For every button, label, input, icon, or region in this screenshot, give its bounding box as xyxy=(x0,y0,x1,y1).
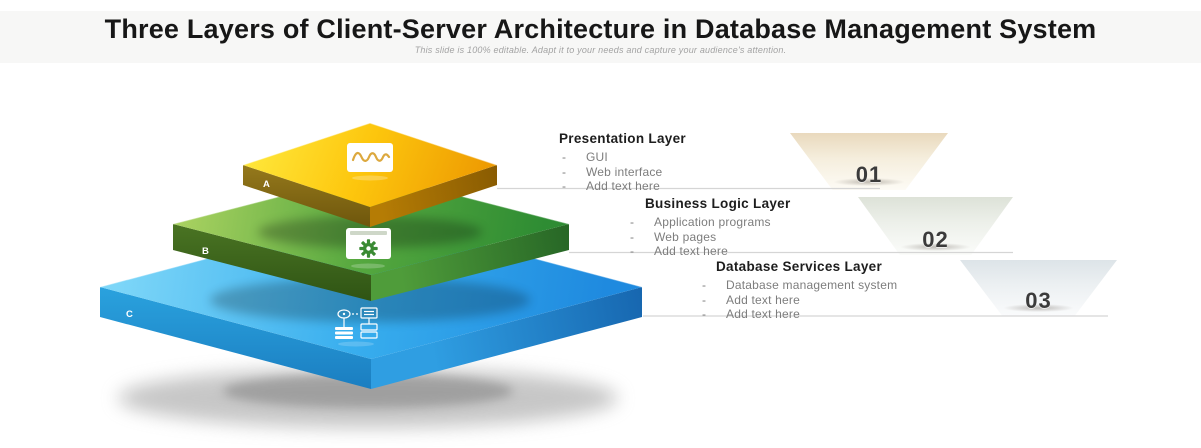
bullet-text: Database management system xyxy=(726,278,898,292)
number-shadow xyxy=(901,243,970,251)
step-badge-3: 03 xyxy=(960,260,1117,316)
number-shadow xyxy=(834,178,904,186)
bullet-item: - Add text here xyxy=(559,179,889,194)
page-title: Three Layers of Client-Server Architectu… xyxy=(104,14,1097,44)
step-badge-1: 01 xyxy=(790,133,948,190)
database-network-icon xyxy=(335,307,378,347)
bullet-text: Add text here xyxy=(726,292,800,307)
bullet-text: Web interface xyxy=(586,164,663,179)
bullet-text: Add text here xyxy=(654,244,728,258)
layer-tag-a: A xyxy=(263,179,270,190)
bullet-item: - Add text here xyxy=(699,307,1079,322)
bullet-item: - GUI xyxy=(559,150,889,165)
bullet-text: Application programs xyxy=(654,215,771,229)
bullet-marker: - xyxy=(630,229,635,244)
bullet-text: Add text here xyxy=(726,307,800,321)
step-number-3: 03 xyxy=(1025,288,1052,313)
layer-tag-b: B xyxy=(202,246,209,257)
slide-header: Three Layers of Client-Server Architectu… xyxy=(0,11,1201,63)
bullet-marker: - xyxy=(562,164,567,179)
chart-wave-icon xyxy=(347,143,393,181)
bullet-marker: - xyxy=(630,244,635,258)
bullet-item: - Web interface xyxy=(559,165,889,180)
callout-business-logic-layer: Business Logic Layer - Application progr… xyxy=(627,196,987,259)
bullet-marker: - xyxy=(562,179,567,193)
bullet-marker: - xyxy=(562,150,567,164)
layer-heading: Business Logic Layer xyxy=(645,196,791,211)
layer-slab-a: A xyxy=(242,122,498,227)
bullet-text: Add text here xyxy=(586,179,660,193)
callout-database-services-layer: Database Services Layer - Database manag… xyxy=(699,259,1079,322)
bullet-item: - Add text here xyxy=(699,293,1079,308)
bullet-marker: - xyxy=(702,278,707,292)
bullet-marker: - xyxy=(702,307,707,321)
number-shadow xyxy=(1003,304,1074,312)
cast-shadow xyxy=(210,278,530,322)
gear-window-icon xyxy=(346,228,391,269)
step-number-1: 01 xyxy=(855,162,883,187)
step-badge-2: 02 xyxy=(858,197,1013,255)
bullet-text: Web pages xyxy=(654,229,717,244)
bullet-item: - Application programs xyxy=(627,215,987,230)
bullet-item: - Web pages xyxy=(627,230,987,245)
layer-slab-c: C xyxy=(99,214,643,389)
page-subtitle: This slide is 100% editable. Adapt it to… xyxy=(414,45,787,55)
ground-shadow xyxy=(118,368,618,428)
layer-heading: Database Services Layer xyxy=(716,259,883,274)
layer-heading: Presentation Layer xyxy=(559,131,686,146)
bullet-text: GUI xyxy=(586,150,608,164)
layer-slab-b: B xyxy=(172,172,570,301)
cast-shadow xyxy=(258,216,482,248)
callout-presentation-layer: Presentation Layer - GUI - Web interface… xyxy=(559,131,889,194)
bullet-item: - Add text here xyxy=(627,244,987,259)
bullet-item: - Database management system xyxy=(699,278,1079,293)
layer-tag-c: C xyxy=(126,309,133,320)
bullet-marker: - xyxy=(702,292,707,307)
bullet-marker: - xyxy=(630,215,635,229)
step-number-2: 02 xyxy=(922,227,949,252)
